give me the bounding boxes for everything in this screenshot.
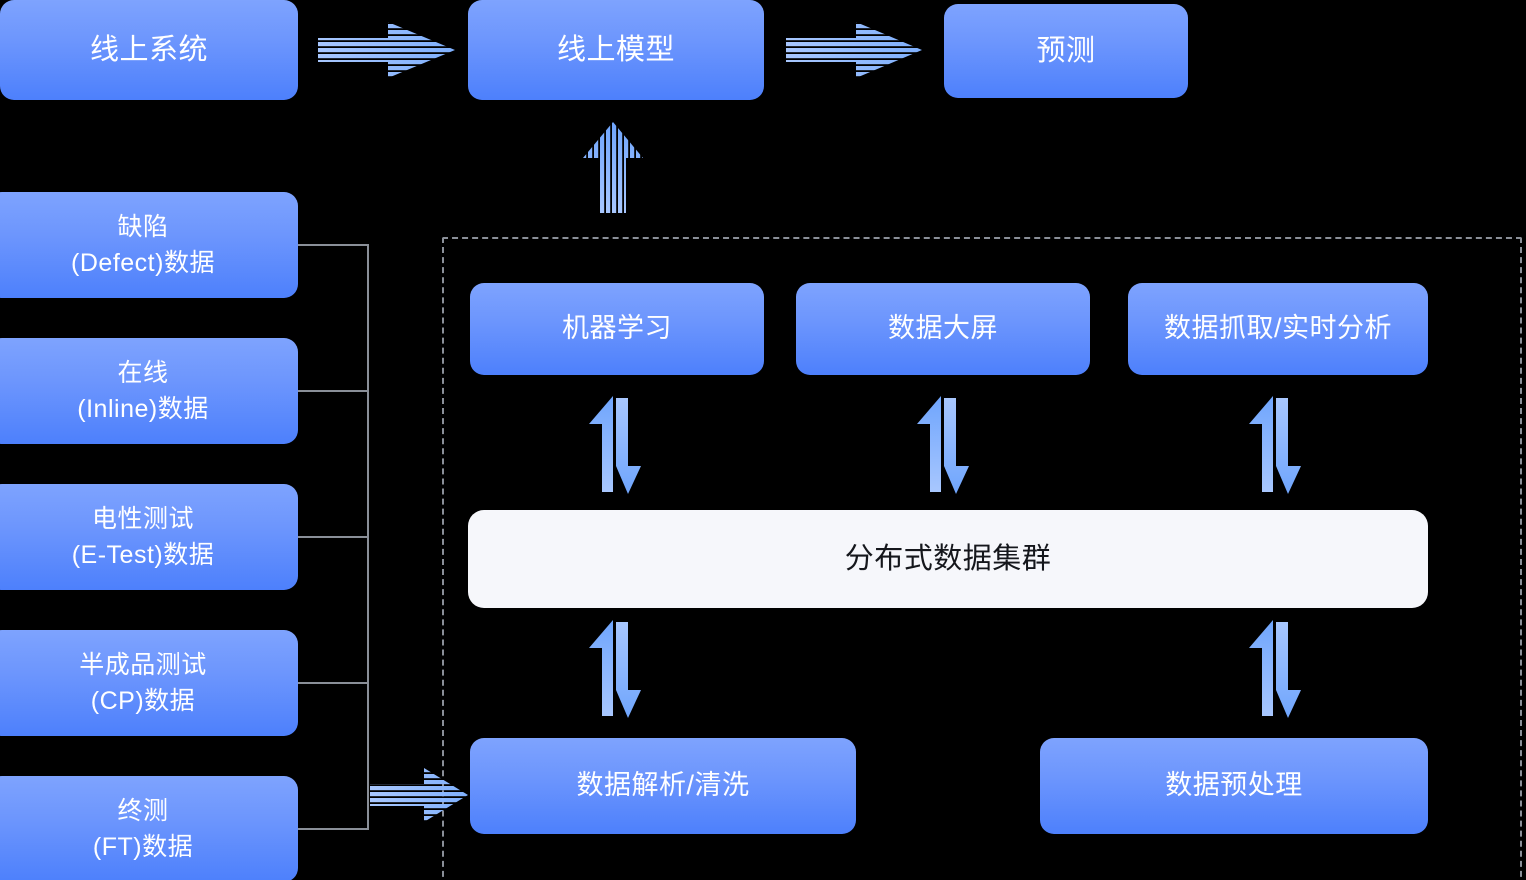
- source-ft-line1: 终测: [117, 796, 169, 825]
- node-online-system[interactable]: 线上系统: [0, 0, 298, 100]
- source-defect-line2: (Defect)数据: [71, 249, 215, 277]
- source-defect-line1: 缺陷: [117, 212, 169, 241]
- arrow-platform-to-model-icon: [583, 122, 643, 213]
- sources-bracket-connector: [296, 244, 369, 830]
- node-online-model-label: 线上模型: [556, 33, 675, 66]
- arrow-ml-cluster-icon: [589, 396, 641, 494]
- node-machine-learning[interactable]: 机器学习: [470, 283, 764, 375]
- node-data-dashboard[interactable]: 数据大屏: [796, 283, 1090, 375]
- node-prediction[interactable]: 预测: [944, 4, 1188, 98]
- arrow-model-to-prediction-icon: [786, 22, 922, 78]
- source-node-defect[interactable]: 缺陷 (Defect)数据: [0, 192, 298, 298]
- source-etest-line2: (E-Test)数据: [71, 541, 215, 569]
- source-node-inline[interactable]: 在线 (Inline)数据: [0, 338, 298, 444]
- node-machine-learning-label: 机器学习: [562, 313, 672, 344]
- node-data-capture-label: 数据抓取/实时分析: [1163, 313, 1392, 344]
- node-data-capture[interactable]: 数据抓取/实时分析: [1128, 283, 1428, 375]
- arrow-system-to-model-icon: [318, 22, 455, 78]
- node-data-preprocess[interactable]: 数据预处理: [1040, 738, 1428, 834]
- source-cp-line2: (CP)数据: [90, 687, 196, 715]
- source-inline-line2: (Inline)数据: [77, 395, 209, 423]
- node-online-system-label: 线上系统: [89, 33, 208, 66]
- arrow-dashboard-cluster-icon: [917, 396, 969, 494]
- arrow-cluster-parse-icon: [589, 620, 641, 718]
- node-data-preprocess-label: 数据预处理: [1165, 770, 1303, 801]
- node-online-model[interactable]: 线上模型: [468, 0, 764, 100]
- node-data-parse-clean[interactable]: 数据解析/清洗: [470, 738, 856, 834]
- node-data-parse-clean-label: 数据解析/清洗: [576, 770, 750, 801]
- node-distributed-cluster-label: 分布式数据集群: [844, 542, 1052, 575]
- arrow-capture-cluster-icon: [1249, 396, 1301, 494]
- source-ft-line2: (FT)数据: [92, 833, 194, 861]
- node-prediction-label: 预测: [1036, 34, 1096, 67]
- source-node-ft[interactable]: 终测 (FT)数据: [0, 776, 298, 880]
- source-node-etest[interactable]: 电性测试 (E-Test)数据: [0, 484, 298, 590]
- node-data-dashboard-label: 数据大屏: [888, 313, 998, 344]
- arrow-sources-to-platform-icon: [370, 768, 468, 822]
- source-inline-line1: 在线: [117, 358, 169, 387]
- arrow-cluster-preprocess-icon: [1249, 620, 1301, 718]
- source-cp-line1: 半成品测试: [79, 650, 207, 679]
- node-distributed-cluster[interactable]: 分布式数据集群: [468, 510, 1428, 608]
- source-node-cp[interactable]: 半成品测试 (CP)数据: [0, 630, 298, 736]
- source-etest-line1: 电性测试: [91, 504, 194, 533]
